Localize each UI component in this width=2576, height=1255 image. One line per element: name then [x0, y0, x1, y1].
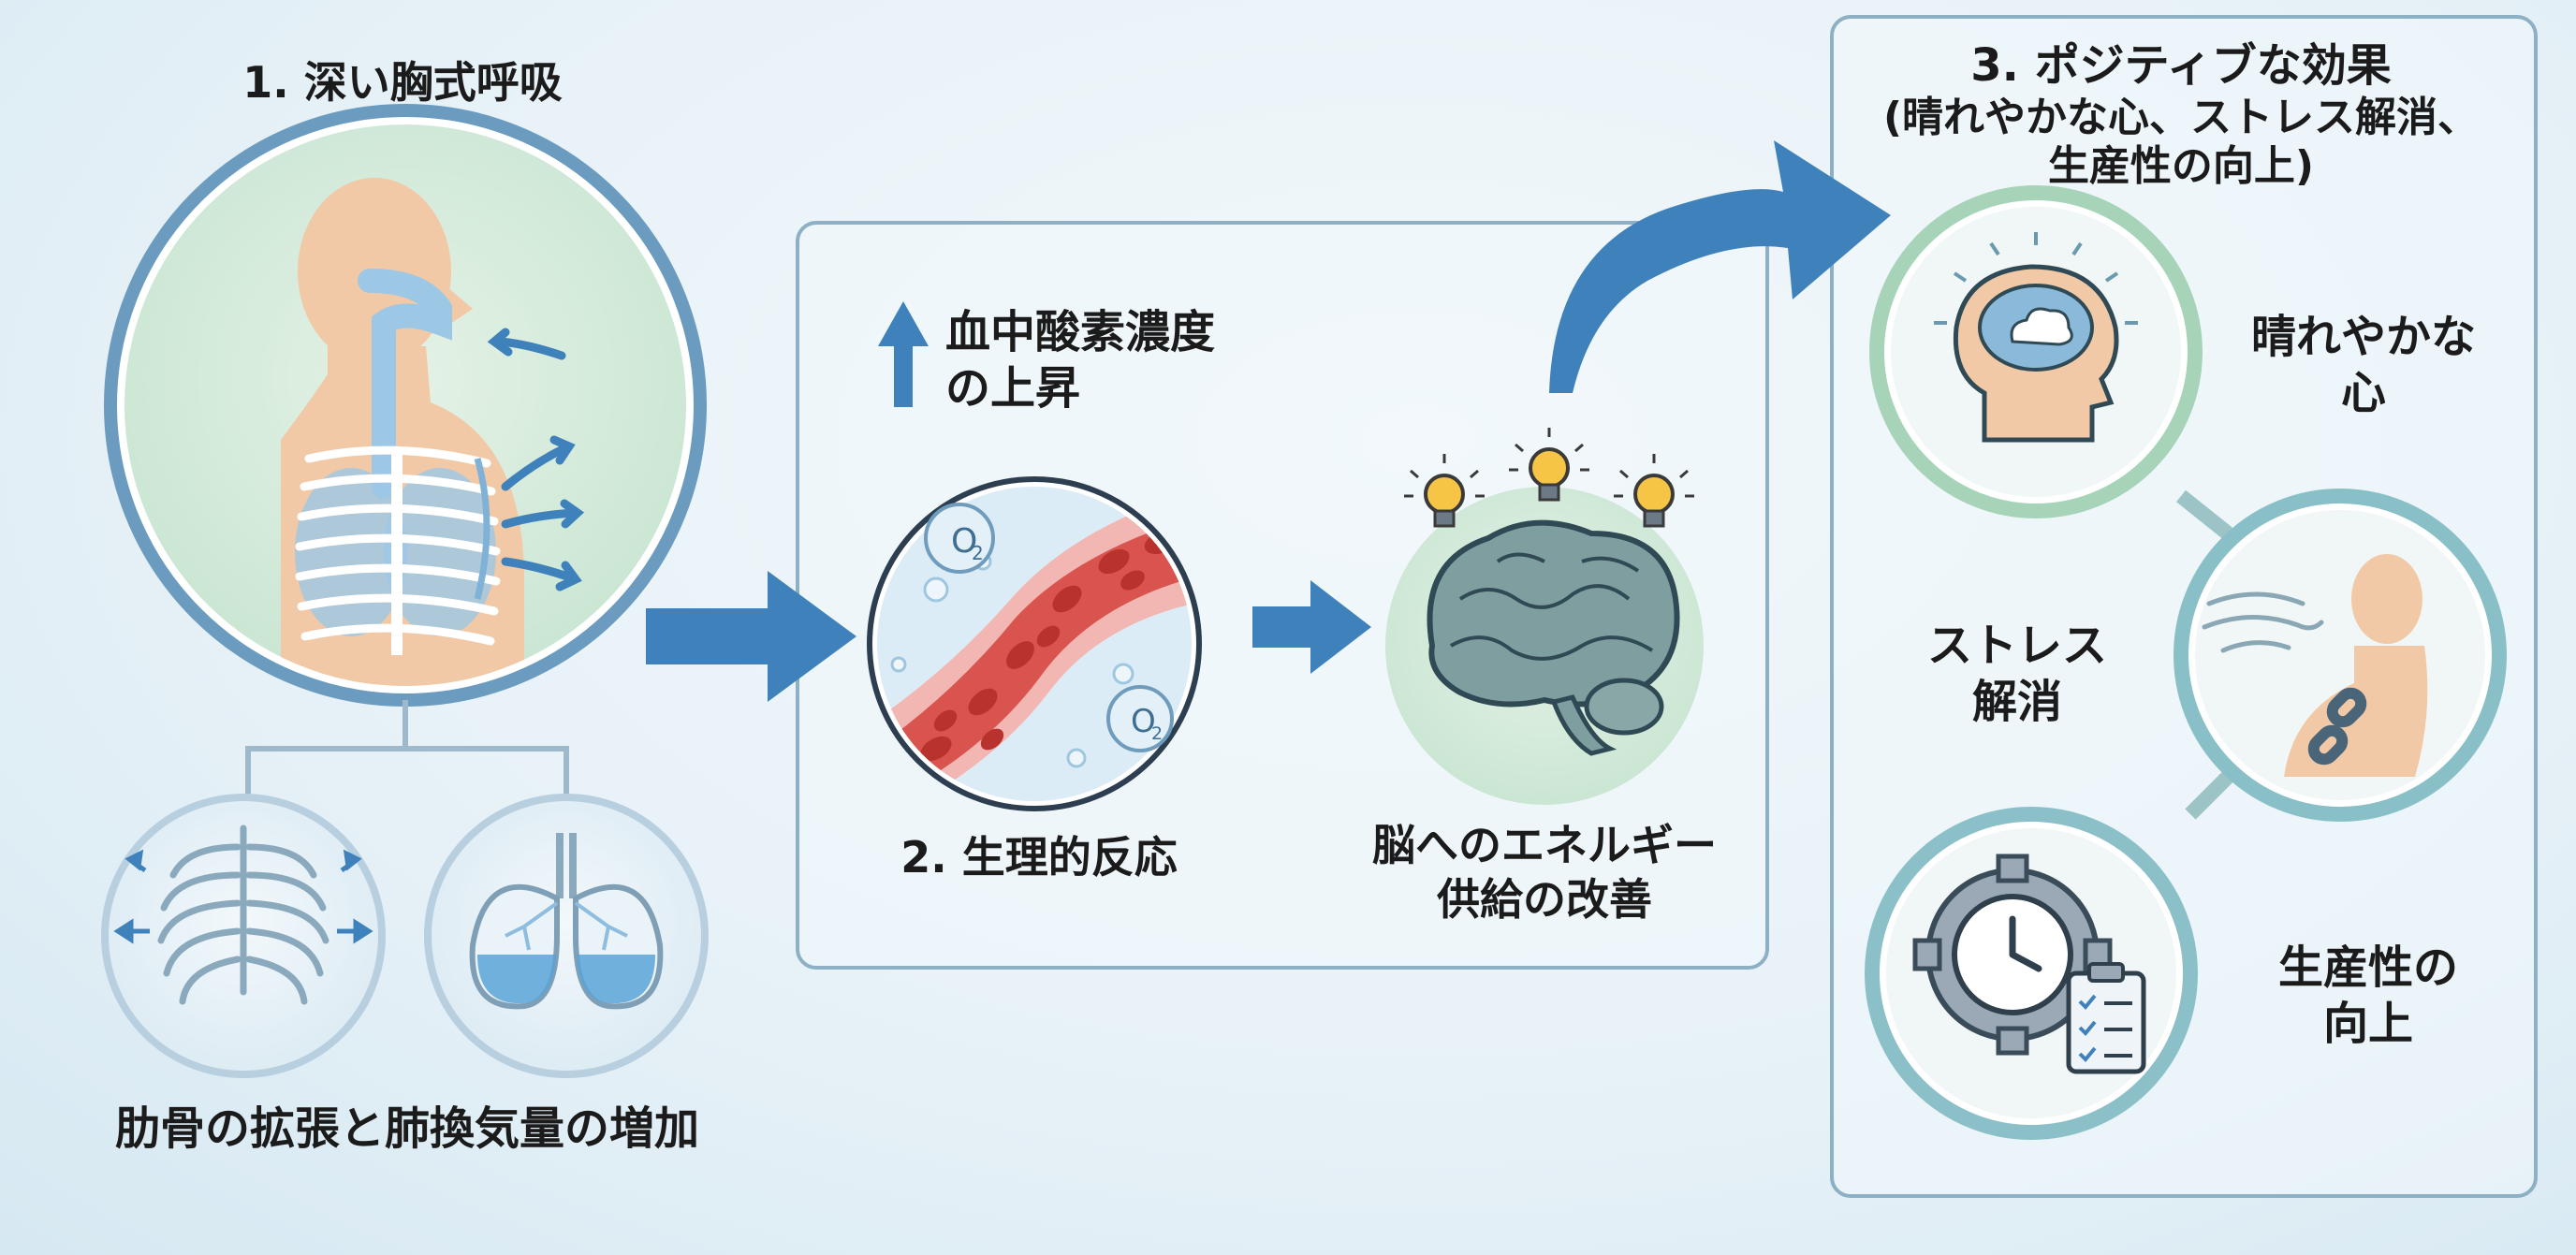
airflow-arrows — [487, 328, 585, 591]
brain-icon — [1427, 519, 1680, 756]
increase-arrow-icon — [878, 301, 929, 407]
lungs-icon — [469, 833, 664, 1010]
oxygen-bubble-icon — [1106, 685, 1174, 752]
stage1-title: 1. 深い胸式呼吸 — [242, 57, 563, 108]
brain-energy-caption: 脳へのエネルギー 供給の改善 — [1329, 819, 1760, 927]
breath-release-icon — [2202, 554, 2428, 777]
arrow-to-physiology — [646, 571, 856, 702]
brain-energy-circle — [1385, 428, 1704, 805]
stage1-connector — [245, 700, 569, 805]
arrow-to-effects — [1549, 140, 1891, 393]
o2-subscript-bottom: 2 — [1151, 723, 1163, 744]
oxygen-label-line2: の上昇 — [945, 362, 1081, 415]
effect-label-line2: 解消 — [1971, 676, 2062, 728]
effect-label-line2: 向上 — [2322, 998, 2413, 1050]
o2-subscript-top: 2 — [972, 542, 984, 564]
brain-cloud-icon — [1934, 232, 2138, 443]
expansion-arrows — [113, 849, 373, 944]
brain-caption-line2: 供給の改善 — [1437, 873, 1652, 925]
effect-stress-relief-label: ストレス 解消 — [1881, 618, 2153, 730]
lightbulb-icon — [1404, 454, 1485, 528]
o2-symbol-bottom: O — [1131, 703, 1156, 740]
lightbulb-icon — [1509, 428, 1589, 502]
stage1-caption: 肋骨の拡張と肺換気量の増加 — [114, 1102, 699, 1155]
stress-relief-circle — [2174, 489, 2507, 822]
gear-clock-clipboard-icon — [1912, 854, 2146, 1074]
o2-symbol-top: O — [951, 522, 977, 561]
stage3-title-line2: (晴れやかな心、ストレス解消、 — [1882, 93, 2480, 141]
effects-connector — [2176, 489, 2233, 820]
effect-label-line2: 心 — [2340, 367, 2386, 419]
effect-label-line1: ストレス — [1926, 620, 2107, 672]
stage3-title-line1: 3. ポジティブな効果 — [1970, 39, 2392, 92]
effect-productivity-label: 生産性の 向上 — [2218, 940, 2518, 1052]
breathing-figure-circle — [104, 104, 707, 707]
stage3-title-line3: 生産性の向上) — [2047, 142, 2315, 191]
lightbulb-icon — [1614, 454, 1694, 528]
blood-vessel-circle: O 2 O 2 — [867, 476, 1202, 811]
oxygen-label-line1: 血中酸素濃度 — [945, 306, 1216, 358]
arrow-to-brain — [1252, 580, 1371, 674]
lungs-circle — [424, 794, 709, 1078]
stage3-title: 3. ポジティブな効果 (晴れやかな心、ストレス解消、 生産性の向上) — [1849, 39, 2513, 192]
ribcage-circle — [101, 794, 386, 1078]
effect-label-line1: 生産性の — [2277, 941, 2458, 994]
torso-icon — [281, 178, 524, 686]
productivity-circle — [1865, 807, 2198, 1140]
effect-label-line1: 晴れやかな — [2250, 311, 2476, 363]
clear-mind-circle — [1869, 185, 2203, 518]
effect-clear-mind-label: 晴れやかな 心 — [2209, 309, 2518, 421]
ribcage-icon — [157, 825, 329, 1005]
brain-caption-line1: 脳へのエネルギー — [1372, 820, 1717, 870]
oxygen-bubble-icon — [924, 503, 995, 574]
oxygen-increase-label: 血中酸素濃度 の上昇 — [945, 304, 1339, 416]
stage2-title: 2. 生理的反応 — [900, 832, 1178, 883]
